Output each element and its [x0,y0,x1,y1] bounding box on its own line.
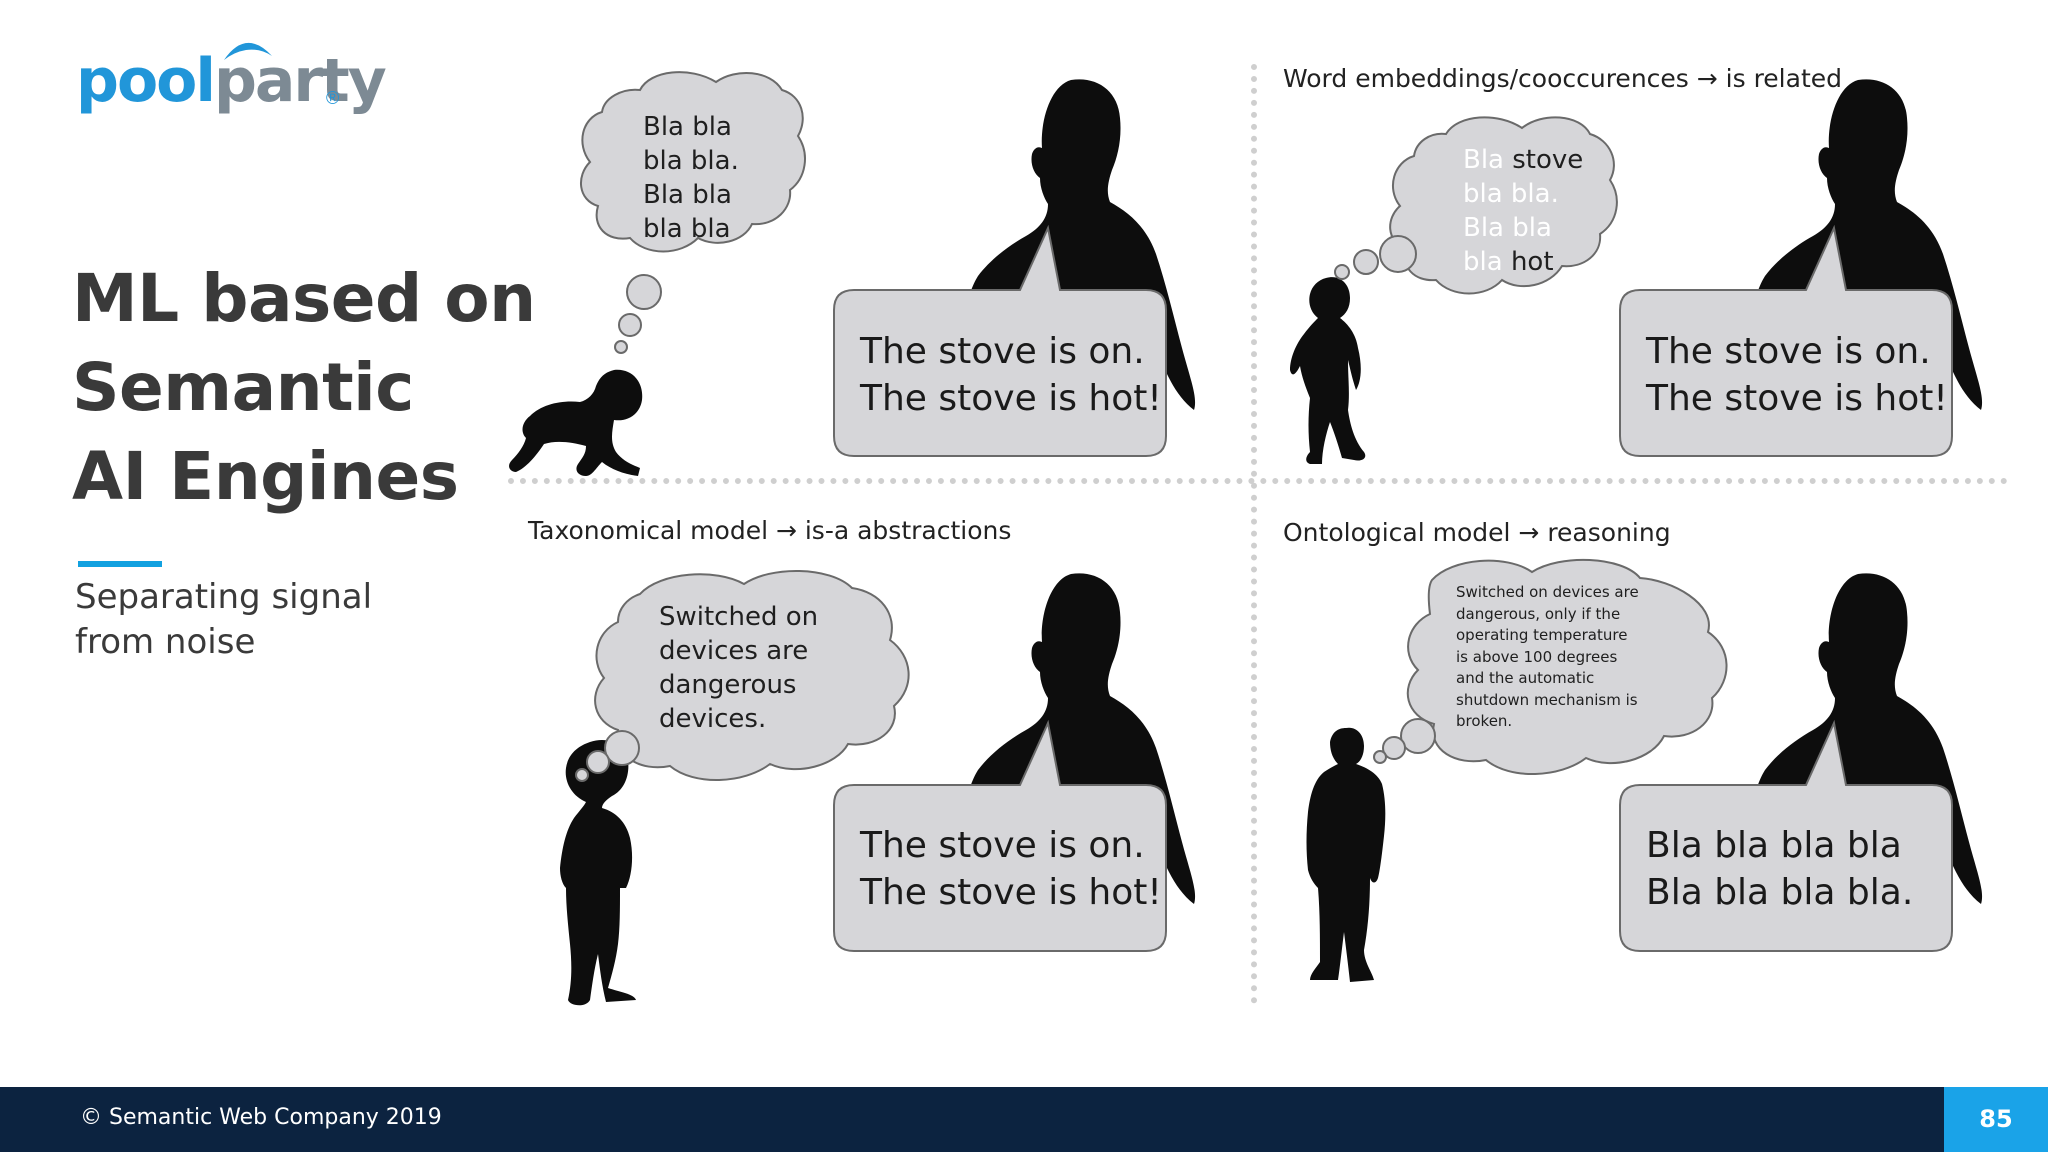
bl-boy-silhouette [560,740,636,1006]
logo-pool-text: pool [76,46,216,116]
bl-thought-line-3: dangerous [659,670,797,700]
tr-thought-text: Bla stove bla bla. Bla bla bla hot [1463,143,1583,279]
tr-thought-faded-4: bla [1463,247,1503,277]
br-thought-line-3: operating temperature [1456,626,1628,644]
tr-heading: Word embeddings/cooccurences → is relate… [1283,64,1842,93]
bl-speech-line-2: The stove is hot! [860,872,1162,913]
br-speech-text: Bla bla bla bla Bla bla bla bla. [1646,822,1913,916]
br-thought-line-2: dangerous, only if the [1456,604,1621,623]
bl-thought-line-1: Switched on [659,602,819,632]
tl-thought-line-3: Bla bla [643,180,732,210]
tl-speech-line-1: The stove is on. [860,331,1145,372]
tr-thought-faded-2: bla bla. [1463,179,1559,209]
vertical-divider [1251,64,1257,1004]
br-speech-line-1: Bla bla bla bla [1646,825,1902,866]
br-thought-line-5: and the automatic [1456,669,1595,687]
br-thought-line-6: shutdown mechanism is [1456,690,1638,709]
tr-speech-line-2: The stove is hot! [1646,378,1948,419]
bl-heading: Taxonomical model → is-a abstractions [528,516,1012,545]
bl-thought-line-2: devices are [659,636,809,666]
horizontal-divider [508,478,2008,484]
umbrella-icon [224,42,272,60]
title-accent-line [78,561,162,567]
slide-subtitle: Separating signal from noise [75,575,455,665]
copyright-text: © Semantic Web Company 2019 [80,1105,442,1130]
tl-thought-line-2: bla bla. [643,146,739,176]
tl-speech-text: The stove is on. The stove is hot! [860,328,1162,422]
bl-thought-line-4: devices. [659,704,767,734]
footer-bar: © Semantic Web Company 2019 85 [0,1087,2048,1152]
br-thought-line-7: broken. [1456,712,1513,730]
tr-thought-faded-1: Bla [1463,145,1504,175]
title-line-1: ML based on [72,260,536,337]
logo-party-text: party [213,46,387,116]
tl-baby-silhouette [509,369,643,476]
br-thought-line-4: is above 100 degrees [1456,647,1618,666]
br-thought-bubble [1373,558,1728,776]
br-thought-text: Switched on devices are dangerous, only … [1456,582,1639,733]
title-line-3: AI Engines [72,438,459,515]
tr-speech-text: The stove is on. The stove is hot! [1646,328,1948,422]
tl-thought-text: Bla bla bla bla. Bla bla bla bla [643,110,739,246]
bl-speech-text: The stove is on. The stove is hot! [860,822,1162,916]
title-line-2: Semantic [72,349,414,426]
br-thought-line-1: Switched on devices are [1456,583,1639,601]
poolparty-logo: poolparty ® [76,40,387,130]
br-heading: Ontological model → reasoning [1283,518,1671,547]
slide-title: ML based on Semantic AI Engines [72,254,536,521]
tr-thought-faded-3: Bla bla [1463,213,1552,243]
subtitle-line-2: from noise [75,622,256,662]
tl-thought-line-4: bla bla [643,214,731,244]
bl-thought-bubble [575,570,910,782]
tr-thought-bubble [1334,116,1618,295]
tl-speech-line-2: The stove is hot! [860,378,1162,419]
registered-mark: ® [326,88,340,108]
tr-thought-keyword-hot: hot [1510,247,1554,277]
br-speech-line-2: Bla bla bla bla. [1646,872,1914,913]
tr-speech-line-1: The stove is on. [1646,331,1931,372]
br-man-silhouette [1306,727,1386,982]
bl-thought-text: Switched on devices are dangerous device… [659,600,818,736]
bl-speech-line-1: The stove is on. [860,825,1145,866]
tr-thought-keyword-stove: stove [1512,145,1584,175]
tl-thought-line-1: Bla bla [643,112,732,142]
subtitle-line-1: Separating signal [75,577,373,617]
tr-toddler-silhouette [1290,277,1366,464]
page-number: 85 [1944,1087,2048,1152]
tl-thought-bubble [579,71,806,354]
